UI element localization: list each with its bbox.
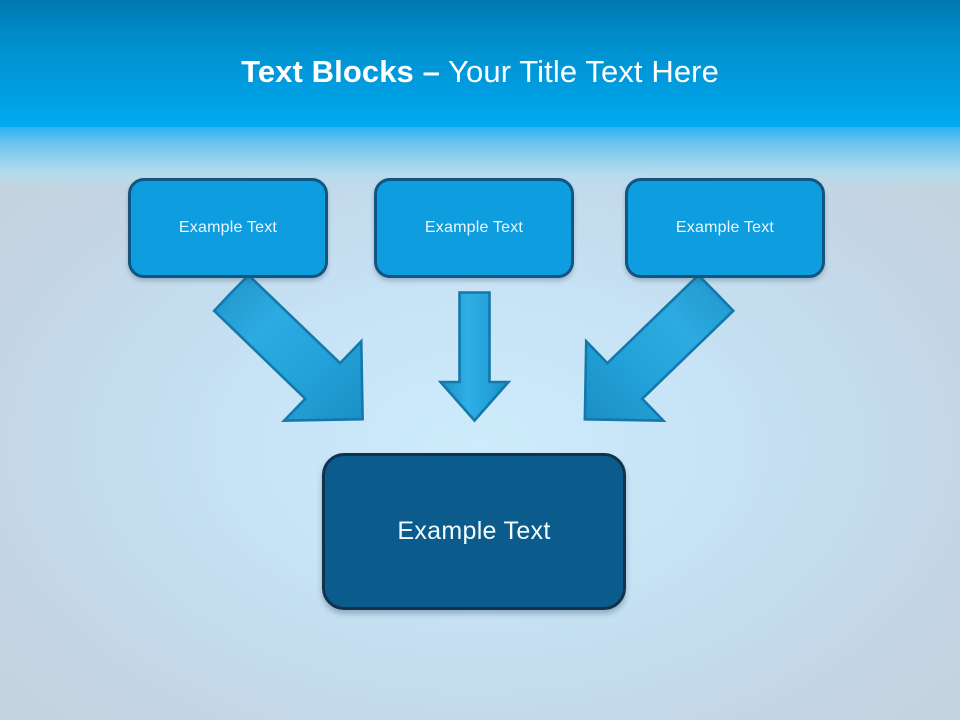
text-block-2[interactable]: Example Text [374,178,574,278]
page-title: Text Blocks – Your Title Text Here [0,52,960,92]
text-block-3[interactable]: Example Text [625,178,825,278]
arrow-left-diagonal [212,273,364,422]
text-block-1-label: Example Text [178,219,278,236]
page-title-light: Your Title Text Here [439,54,719,89]
text-block-3-label: Example Text [675,219,775,236]
result-text-block-label: Example Text [397,517,551,545]
arrow-right-diagonal [583,273,736,423]
arrow-middle-down [437,291,512,423]
text-block-2-label: Example Text [424,219,524,236]
result-text-block[interactable]: Example Text [322,453,626,610]
text-block-1[interactable]: Example Text [128,178,328,278]
header-band [0,0,960,127]
page-title-bold: Text Blocks – [241,54,440,89]
